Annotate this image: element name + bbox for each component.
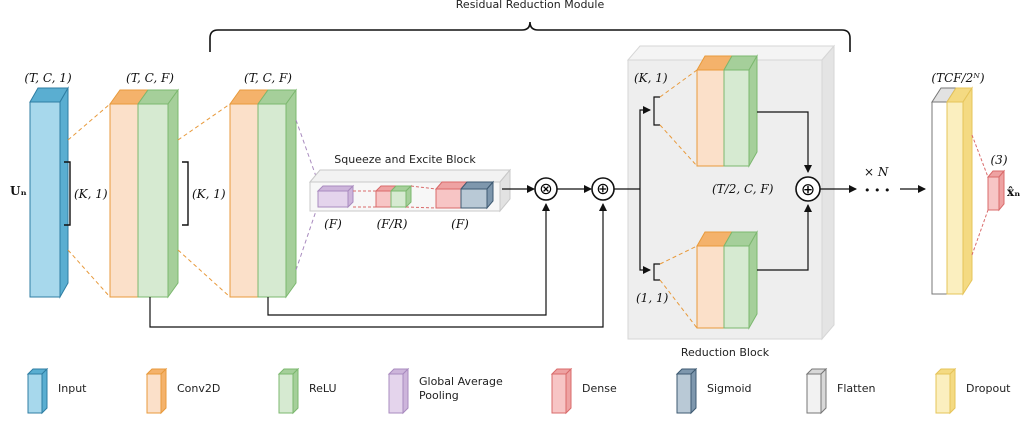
red-bot-dash-2 bbox=[659, 279, 698, 329]
residual-module-title: Residual Reduction Module bbox=[456, 0, 605, 11]
conv1-connector-bottom bbox=[67, 249, 111, 298]
flatten-icon bbox=[805, 367, 828, 415]
output-dense-cube bbox=[986, 169, 1006, 212]
se-dash-3 bbox=[410, 185, 437, 190]
se-connector-top bbox=[295, 119, 319, 183]
output-variable-label: x̂ₙ bbox=[1007, 185, 1020, 199]
legend-label: Input bbox=[58, 382, 87, 395]
red-11-bracket bbox=[653, 263, 660, 281]
se-dense-sigmoid-cube bbox=[434, 180, 495, 210]
se-dense-relu-cube bbox=[374, 184, 413, 209]
red-top-dash-1 bbox=[659, 69, 698, 98]
legend-item-flatten: Flatten bbox=[803, 367, 913, 416]
reduction-block-title: Reduction Block bbox=[681, 346, 770, 359]
input-icon bbox=[26, 367, 49, 415]
kernel-bracket-2 bbox=[182, 161, 189, 226]
input-variable-label: Uₙ bbox=[10, 184, 27, 198]
se-connector-bottom bbox=[295, 204, 319, 271]
relu-icon bbox=[277, 367, 300, 415]
conv2d-icon bbox=[145, 367, 168, 415]
conv2-connector-top bbox=[177, 103, 231, 141]
arrow-top-to-add bbox=[757, 111, 812, 173]
red-kernel-bracket bbox=[653, 96, 660, 126]
residual-module-brace bbox=[209, 21, 851, 52]
kernel1-label: (K, 1) bbox=[74, 187, 108, 201]
output-shape-label: (3) bbox=[991, 153, 1008, 167]
legend-item-sigmoid: Sigmoid bbox=[673, 367, 783, 416]
gap-cube bbox=[316, 184, 355, 209]
conv1-connector-top bbox=[67, 103, 111, 141]
dropout-icon bbox=[934, 367, 957, 415]
legend-item-input: Input bbox=[24, 367, 134, 416]
legend-label: Dense bbox=[582, 382, 617, 395]
se-f1-label: (F) bbox=[324, 217, 342, 231]
branch-arrow-top bbox=[639, 106, 651, 189]
input-shape-label: (T, C, 1) bbox=[24, 71, 72, 85]
legend-item-dropout: Dropout bbox=[932, 367, 1027, 416]
red-11-label: (1, 1) bbox=[636, 291, 669, 305]
legend-item-dense: Dense bbox=[548, 367, 658, 416]
legend: Input Conv2D ReLU Global Average Pooling… bbox=[0, 367, 1029, 418]
conv-relu-block-2 bbox=[229, 88, 297, 299]
add-symbol-2: ⊕ bbox=[801, 180, 815, 200]
skip-connection-se bbox=[267, 203, 550, 316]
sigmoid-icon bbox=[675, 367, 698, 415]
red-out-label: (T/2, C, F) bbox=[712, 182, 774, 196]
legend-item-gap: Global Average Pooling bbox=[385, 367, 525, 416]
multiply-symbol: ⊗ bbox=[539, 179, 552, 198]
add-symbol-1: ⊕ bbox=[596, 179, 609, 198]
gap-icon bbox=[387, 367, 410, 415]
branch-arrow-bottom bbox=[639, 189, 651, 274]
legend-label: ReLU bbox=[309, 382, 337, 395]
kernel-bracket-1 bbox=[64, 161, 71, 226]
conv1-shape-label: (T, C, F) bbox=[126, 71, 174, 85]
reduction-conv-top bbox=[696, 54, 758, 168]
conv-relu-block-1 bbox=[109, 88, 179, 299]
flatten-dropout-block bbox=[931, 86, 973, 296]
kernel2-label: (K, 1) bbox=[192, 187, 226, 201]
se-f2-label: (F) bbox=[451, 217, 469, 231]
continuation-dots: • • • bbox=[864, 184, 890, 197]
red-k-label: (K, 1) bbox=[634, 71, 668, 85]
legend-item-conv2d: Conv2D bbox=[143, 367, 253, 416]
flatten-shape-label: (TCF/2ᴺ) bbox=[931, 71, 984, 85]
legend-label: Flatten bbox=[837, 382, 876, 395]
red-top-dash-2 bbox=[659, 124, 698, 167]
output-dash-2 bbox=[971, 209, 989, 256]
arrow-bottom-to-add bbox=[757, 204, 812, 271]
input-block bbox=[29, 86, 69, 299]
conv2-connector-bottom bbox=[177, 249, 231, 298]
legend-label: Sigmoid bbox=[707, 382, 752, 395]
se-dash-4 bbox=[405, 206, 437, 209]
skip-connection-residual bbox=[149, 203, 607, 328]
dense-icon bbox=[550, 367, 573, 415]
se-fr-label: (F/R) bbox=[377, 217, 408, 231]
legend-label: Global Average Pooling bbox=[419, 375, 503, 402]
legend-label: Conv2D bbox=[177, 382, 221, 395]
se-block-title: Squeeze and Excite Block bbox=[334, 153, 476, 166]
legend-label: Dropout bbox=[966, 382, 1011, 395]
conv2-shape-label: (T, C, F) bbox=[244, 71, 292, 85]
output-dash-1 bbox=[971, 134, 989, 178]
repeat-label: × N bbox=[864, 165, 889, 179]
reduction-conv-bottom bbox=[696, 230, 758, 330]
legend-item-relu: ReLU bbox=[275, 367, 385, 416]
